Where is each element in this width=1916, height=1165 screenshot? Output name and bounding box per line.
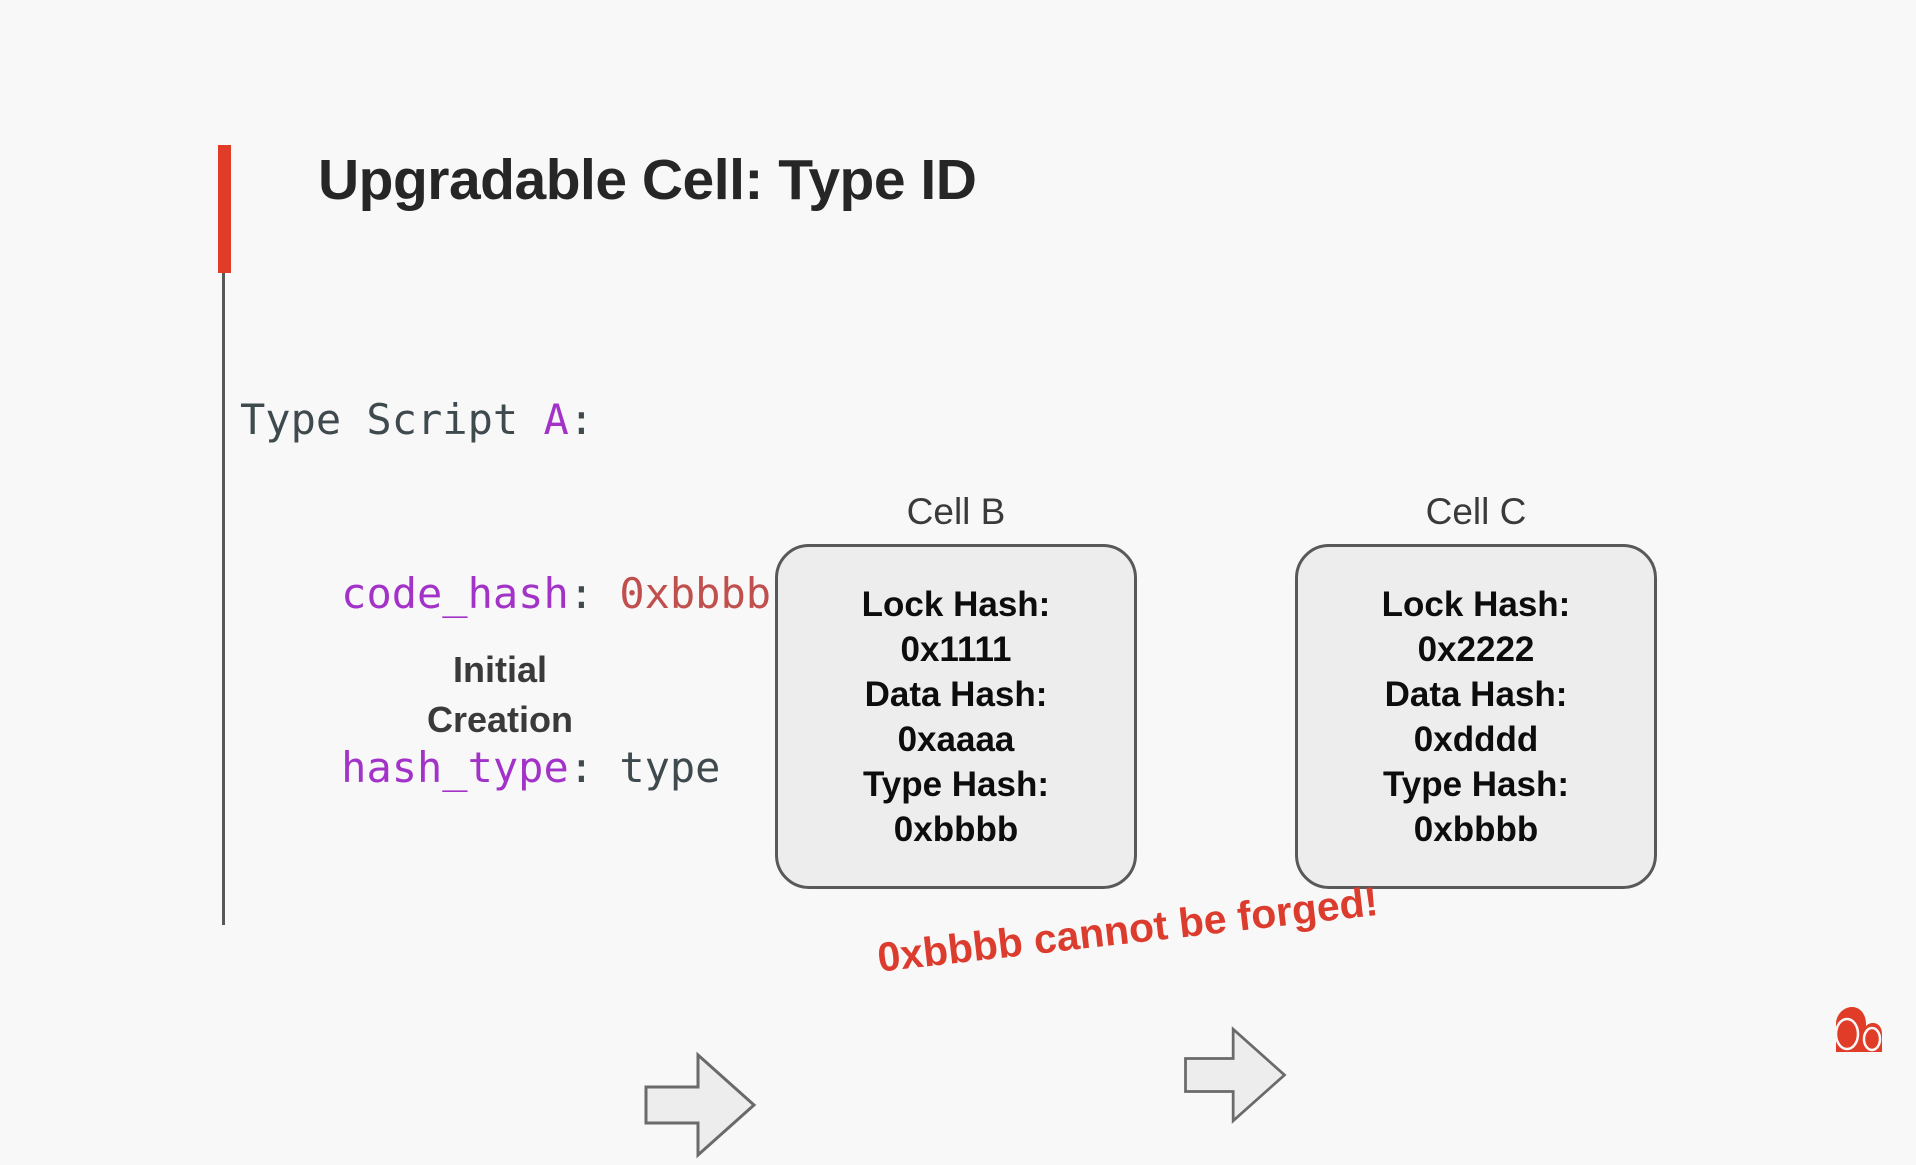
cell-b-type-hash-label: Type Hash: bbox=[862, 764, 1050, 804]
cell-b-lock-hash-value: 0x1111 bbox=[900, 629, 1012, 669]
vertical-divider-line bbox=[222, 273, 225, 925]
code-line-3: hash_type: type bbox=[240, 739, 771, 797]
code-line-1: Type Script A: bbox=[240, 391, 771, 449]
code-key-hash-type: hash_type bbox=[341, 743, 569, 792]
cell-b-data-hash-label: Data Hash: bbox=[864, 674, 1048, 714]
arrow-cell-b-to-cell-c bbox=[1184, 1026, 1287, 1124]
cell-b-card[interactable]: Lock Hash: 0x1111 Data Hash: 0xaaaa Type… bbox=[775, 544, 1137, 889]
cell-c-lock-hash-value: 0x2222 bbox=[1417, 629, 1535, 669]
code-value-hash-type: type bbox=[619, 743, 721, 792]
nervos-ckb-logo bbox=[1834, 1007, 1882, 1052]
cell-c-data-hash-label: Data Hash: bbox=[1384, 674, 1568, 714]
cell-b-data-hash-value: 0xaaaa bbox=[897, 719, 1015, 759]
code-line-2-colon: : bbox=[568, 569, 620, 618]
cell-c-data-hash-value: 0xdddd bbox=[1413, 719, 1539, 759]
code-line-1-label: Type Script bbox=[240, 395, 544, 444]
cell-c-type-hash-label: Type Hash: bbox=[1382, 764, 1570, 804]
cell-c-lock-hash-label: Lock Hash: bbox=[1381, 584, 1571, 624]
code-value-code-hash: 0xbbbb bbox=[619, 569, 772, 618]
code-key-code-hash: code_hash bbox=[341, 569, 569, 618]
cell-c-card[interactable]: Lock Hash: 0x2222 Data Hash: 0xdddd Type… bbox=[1295, 544, 1657, 889]
cell-b-title: Cell B bbox=[906, 491, 1006, 532]
cell-c-title: Cell C bbox=[1425, 491, 1527, 532]
code-line-1-ident: A bbox=[543, 395, 569, 444]
cell-b-group: Cell B Lock Hash: 0x1111 Data Hash: 0xaa… bbox=[775, 490, 1137, 889]
code-line-1-colon: : bbox=[568, 395, 595, 444]
code-line-2: code_hash: 0xbbbb bbox=[240, 565, 771, 623]
page-title: Upgradable Cell: Type ID bbox=[318, 148, 977, 212]
cell-b-lock-hash-label: Lock Hash: bbox=[861, 584, 1051, 624]
accent-bar bbox=[218, 145, 231, 273]
arrow-initial-to-cell-b bbox=[644, 1051, 757, 1159]
type-script-code-block: Type Script A: code_hash: 0xbbbb hash_ty… bbox=[240, 275, 771, 855]
cell-b-type-hash-value: 0xbbbb bbox=[893, 809, 1019, 849]
code-line-3-colon: : bbox=[568, 743, 620, 792]
cell-c-group: Cell C Lock Hash: 0x2222 Data Hash: 0xdd… bbox=[1295, 490, 1657, 889]
cell-c-type-hash-value: 0xbbbb bbox=[1413, 809, 1539, 849]
